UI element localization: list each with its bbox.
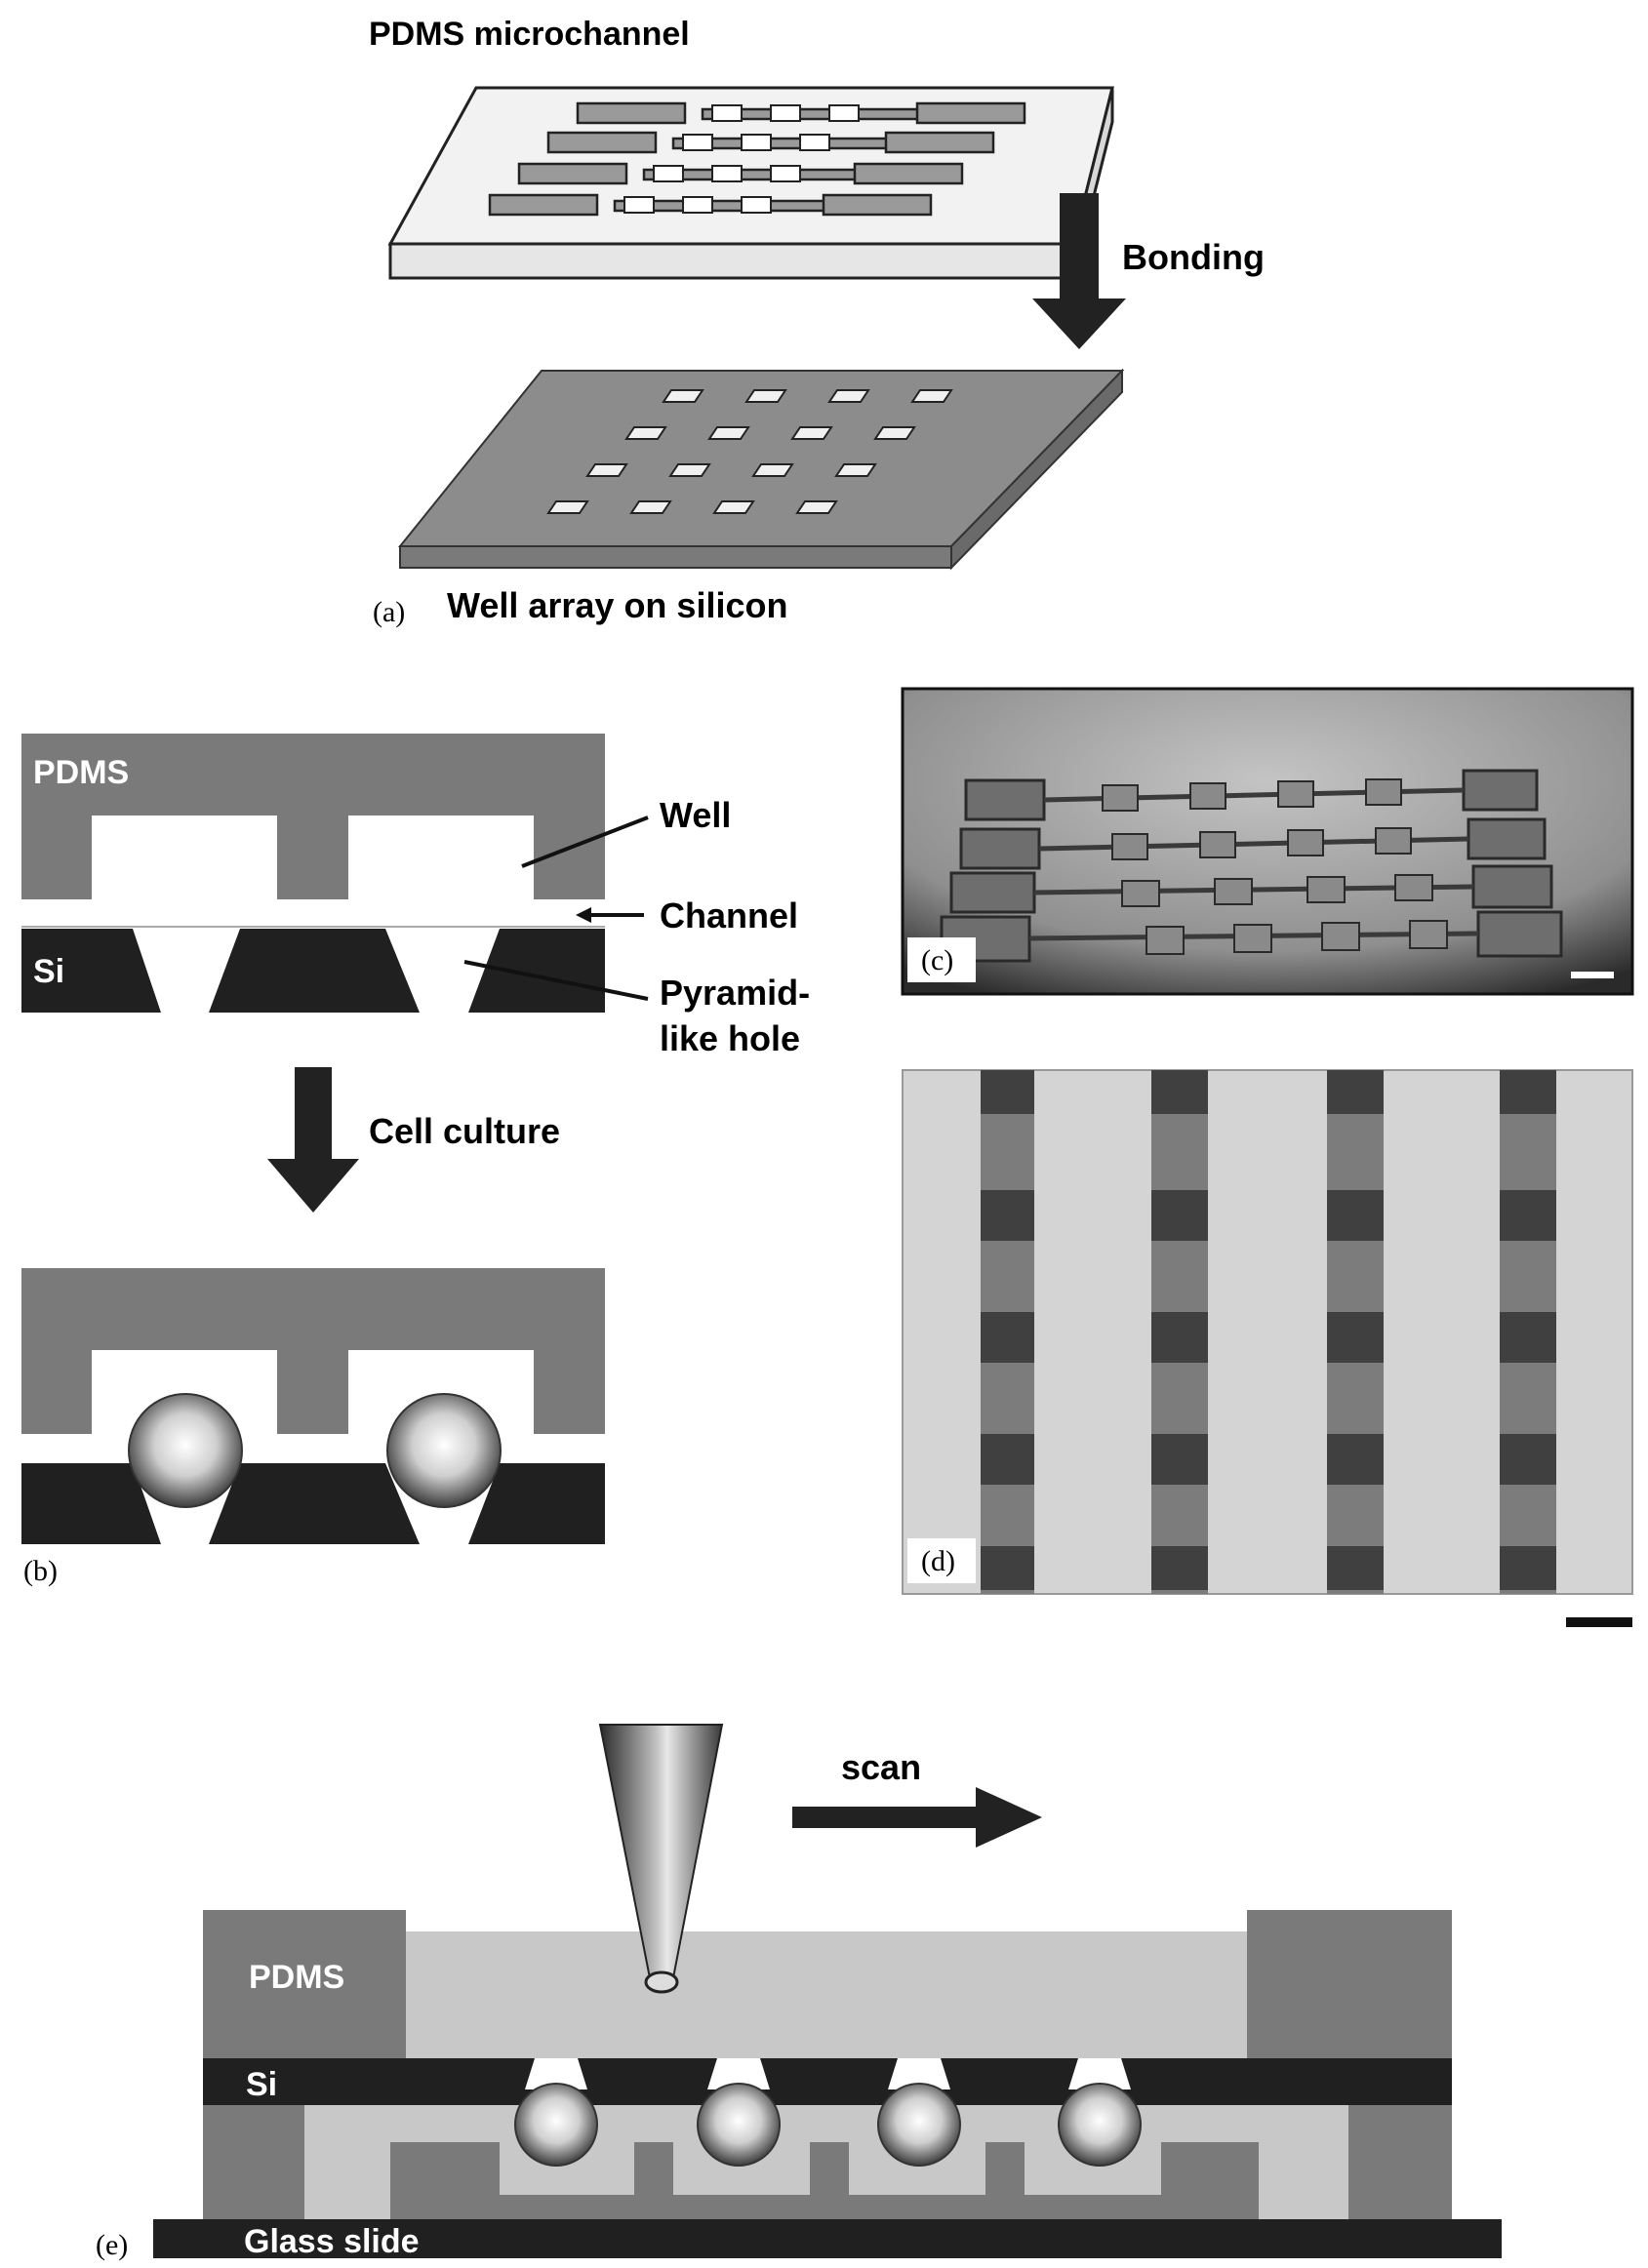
panel-c-tag-box bbox=[907, 937, 976, 982]
bonding-arrow bbox=[1032, 193, 1126, 349]
pdms-label-e: PDMS bbox=[249, 1959, 344, 1996]
hole-label-line1: Pyramid- bbox=[660, 973, 810, 1013]
panel-b-tag: (b) bbox=[23, 1555, 58, 1587]
panel-e-tag: (e) bbox=[96, 2229, 128, 2261]
silicon-cross-section-cultured bbox=[21, 1463, 605, 1544]
cell-sphere bbox=[877, 2083, 961, 2167]
scan-arrow bbox=[792, 1787, 1042, 1848]
cell-sphere bbox=[1058, 2083, 1142, 2167]
cell-sphere bbox=[514, 2083, 598, 2167]
channel-label: Channel bbox=[660, 895, 798, 935]
panel-d-tag-box bbox=[907, 1538, 976, 1583]
silicon-cross-section bbox=[21, 929, 605, 1013]
scan-label: scan bbox=[841, 1747, 921, 1787]
hole-label-line2: like hole bbox=[660, 1018, 800, 1058]
panel-c-photo: (c) bbox=[901, 687, 1634, 996]
panel-b: PDMS Si Well Channel Pyramid- like hole … bbox=[21, 734, 810, 1587]
well-callout-line bbox=[521, 816, 649, 868]
probe-tip bbox=[598, 1724, 724, 1994]
medium-region bbox=[406, 1931, 1247, 2058]
lower-channel-structure bbox=[390, 2142, 1259, 2240]
cell-culture-arrow bbox=[267, 1067, 359, 1213]
si-layer bbox=[203, 2058, 1452, 2105]
pdms-left-block bbox=[203, 1910, 406, 2058]
cell-sphere bbox=[697, 2083, 781, 2167]
silicon-well-plate bbox=[397, 368, 1125, 571]
glass-slide bbox=[153, 2219, 1502, 2258]
si-label-e: Si bbox=[246, 2066, 277, 2103]
panel-a: PDMS microchannel bbox=[369, 16, 1265, 628]
hole-callout-line bbox=[463, 960, 649, 1001]
pdms-microchannel-label: PDMS microchannel bbox=[369, 16, 690, 53]
cell-sphere bbox=[386, 1393, 502, 1508]
panel-d-photo: (d) bbox=[902, 1069, 1633, 1627]
cell-culture-label: Cell culture bbox=[369, 1111, 560, 1151]
channel-callout-arrowhead bbox=[576, 907, 591, 923]
bonding-label: Bonding bbox=[1122, 237, 1265, 277]
pdms-cross-section-cultured bbox=[21, 1268, 605, 1434]
panel-a-tag: (a) bbox=[373, 596, 405, 628]
scale-bar-c bbox=[1571, 972, 1614, 978]
cell-sphere bbox=[128, 1393, 243, 1508]
panel-d-tag: (d) bbox=[921, 1545, 955, 1577]
glass-slide-label: Glass slide bbox=[244, 2223, 420, 2260]
pdms-block bbox=[387, 86, 1114, 280]
pdms-right-block bbox=[1247, 1910, 1452, 2058]
scale-bar-d bbox=[1566, 1617, 1632, 1627]
panel-c-tag: (c) bbox=[921, 944, 953, 976]
well-array-label: Well array on silicon bbox=[447, 585, 787, 625]
pdms-cross-section bbox=[21, 734, 605, 899]
si-label: Si bbox=[33, 953, 64, 990]
panel-e: PDMS Si Glass slide (e) bbox=[96, 1724, 1502, 2261]
pdms-label: PDMS bbox=[33, 754, 129, 791]
well-label: Well bbox=[660, 795, 731, 835]
